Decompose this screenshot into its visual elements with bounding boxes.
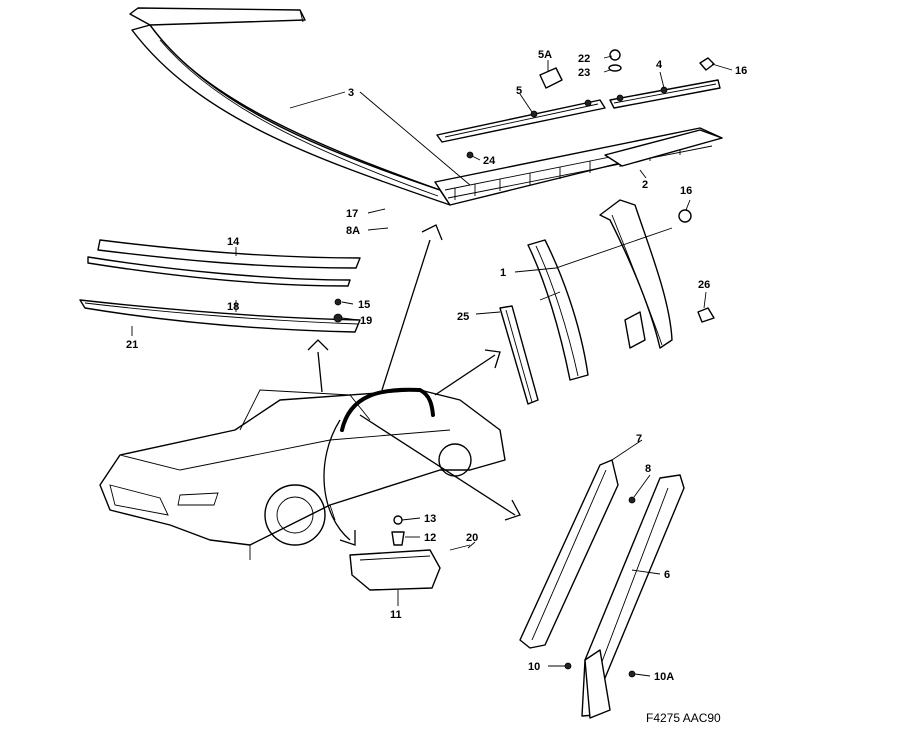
callout-11: 11	[390, 609, 402, 621]
callout-10a: 10A	[654, 671, 674, 683]
callout-15: 15	[358, 299, 370, 311]
mirror-plate-group	[349, 515, 471, 591]
callout-17: 17	[346, 208, 358, 220]
callout-25: 25	[457, 311, 469, 323]
callout-8: 8	[645, 463, 651, 475]
callout-21: 21	[126, 339, 138, 351]
callout-2: 2	[642, 179, 648, 191]
callout-7: 7	[636, 433, 642, 445]
callout-8a: 8A	[346, 225, 360, 237]
drawing-code: F4275 AAC90	[646, 711, 721, 725]
callout-24: 24	[483, 155, 496, 167]
car-illustration	[99, 387, 506, 560]
callout-23: 23	[578, 67, 590, 79]
callout-18: 18	[227, 301, 239, 313]
callout-labels: 3 5 5A 22 23 4 16 24 2 16 17 8A 14 1 26 …	[126, 49, 747, 725]
rail-strips	[436, 49, 721, 159]
callout-26: 26	[698, 279, 710, 291]
callout-22: 22	[578, 53, 590, 65]
callout-14: 14	[227, 236, 240, 248]
callout-20: 20	[466, 532, 478, 544]
callout-16-top: 16	[735, 65, 747, 77]
callout-16-mid: 16	[680, 185, 692, 197]
leader-lines	[131, 55, 733, 677]
callout-5: 5	[516, 85, 522, 97]
callout-3: 3	[348, 87, 354, 99]
pointer-arrows	[307, 224, 521, 546]
callout-5a: 5A	[538, 49, 552, 61]
callout-13: 13	[424, 513, 436, 525]
callout-6: 6	[664, 569, 670, 581]
callout-4: 4	[656, 59, 663, 71]
callout-19: 19	[360, 315, 372, 327]
a-pillar-group	[499, 199, 715, 405]
windshield-header-frame	[129, 7, 723, 206]
windshield-side-moldings	[519, 459, 685, 719]
trim-strips	[79, 239, 361, 333]
callout-10: 10	[528, 661, 540, 673]
callout-12: 12	[424, 532, 436, 544]
callout-1: 1	[500, 267, 506, 279]
